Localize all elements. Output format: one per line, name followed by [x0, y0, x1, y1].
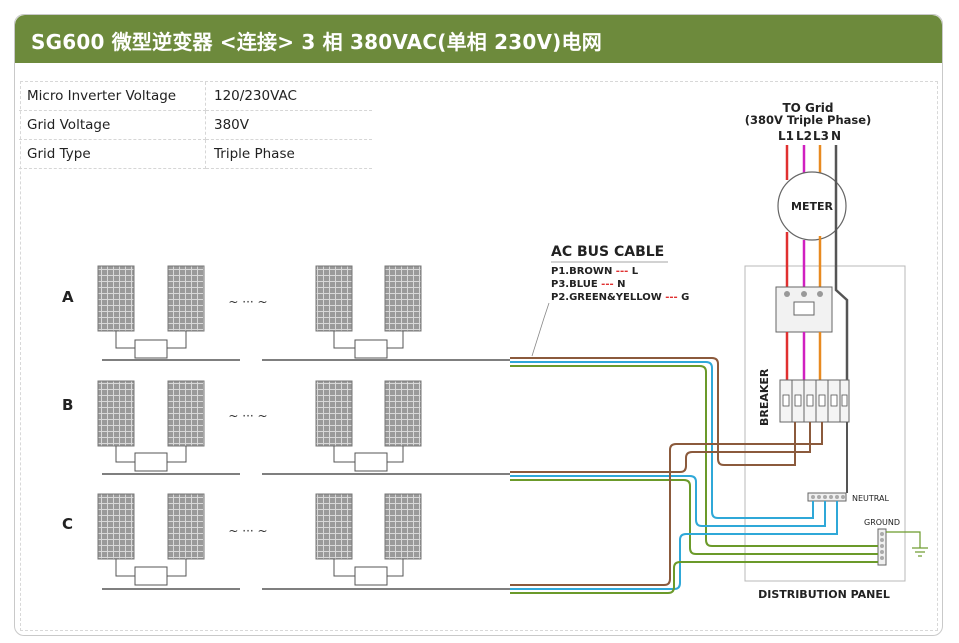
switch-handle: [793, 301, 815, 316]
meter-label: METER: [791, 200, 833, 213]
solar-row-c: [97, 493, 510, 590]
spec-value: 120/230VAC: [205, 82, 372, 111]
solar-panel: [384, 265, 422, 332]
row-label-b: B: [62, 396, 73, 414]
dc-leads: [115, 331, 404, 349]
spec-key: Grid Type: [19, 139, 206, 169]
solar-panel: [384, 493, 422, 560]
title-bar: SG600 微型逆变器 <连接> 3 相 380VAC(单相 230V)电网: [15, 15, 942, 63]
solar-row-a: [97, 265, 510, 361]
terminal: [784, 291, 790, 297]
ac-bus-pointer: [531, 302, 550, 357]
row-label-c: C: [62, 515, 73, 533]
table-row: Micro Inverter Voltage 120/230VAC: [19, 82, 372, 111]
solar-panel: [97, 493, 135, 560]
micro-inverter: [354, 452, 388, 472]
ground-wire: [886, 531, 921, 548]
solar-panel: [315, 493, 353, 560]
page-title: SG600 微型逆变器 <连接> 3 相 380VAC(单相 230V)电网: [31, 30, 602, 54]
bus-wire-a-l: [510, 357, 796, 466]
bus-wire-c-g: [510, 561, 878, 594]
solar-panel: [315, 380, 353, 447]
grid-subtitle: (380V Triple Phase): [745, 113, 872, 127]
solar-panel: [97, 265, 135, 332]
spec-table: Micro Inverter Voltage 120/230VAC Grid V…: [19, 82, 372, 169]
micro-inverter: [134, 452, 168, 472]
bus-wire-b-g: [510, 479, 878, 555]
bus-wire-a-n: [510, 361, 814, 519]
bus-wire-a-g: [510, 365, 878, 547]
solar-panel: [97, 380, 135, 447]
terminal: [817, 291, 823, 297]
distribution-panel: [744, 265, 906, 582]
grid-title: TO Grid: [782, 101, 833, 115]
spec-value: Triple Phase: [205, 139, 372, 169]
legend-item-brown: P1.BROWN --- L: [551, 266, 639, 277]
bus-wire-b-n: [510, 475, 826, 527]
bus-wire-c-n: [510, 501, 838, 590]
solar-panel: [167, 265, 205, 332]
grid-line-l2: L2: [796, 129, 812, 143]
micro-inverter: [134, 339, 168, 359]
dc-leads: [115, 446, 404, 463]
row-b-ellipsis: ~ ··· ~: [228, 409, 267, 423]
ground-label: GROUND: [864, 518, 900, 527]
spec-key: Grid Voltage: [19, 110, 206, 140]
grid-line-l3: L3: [813, 129, 829, 143]
row-c-ellipsis: ~ ··· ~: [228, 524, 267, 538]
row-a-ellipsis: ~ ··· ~: [228, 295, 267, 309]
content-area: [20, 81, 938, 631]
table-row: Grid Voltage 380V: [19, 110, 372, 140]
breaker-bank: [779, 379, 850, 423]
solar-panel: [167, 380, 205, 447]
wire-n: [834, 180, 849, 380]
micro-inverter: [134, 566, 168, 586]
breaker-label: BREAKER: [758, 368, 771, 426]
bus-wire-c-l: [510, 422, 823, 586]
dc-leads: [115, 559, 404, 577]
solar-panel: [384, 380, 422, 447]
bus-wire-b-l: [510, 422, 811, 473]
ground-symbol-icon: [912, 547, 928, 557]
terminal: [801, 291, 807, 297]
spec-value: 380V: [205, 110, 372, 140]
solar-row-b: [97, 380, 510, 475]
row-label-a: A: [62, 288, 74, 306]
neutral-label: NEUTRAL: [852, 494, 889, 503]
solar-panel: [315, 265, 353, 332]
table-row: Grid Type Triple Phase: [19, 139, 372, 169]
spec-key: Micro Inverter Voltage: [19, 82, 206, 111]
grid-line-l1: L1: [778, 129, 794, 143]
legend-item-blue: P3.BLUE --- N: [551, 279, 625, 290]
legend-item-green-yellow: P2.GREEN&YELLOW --- G: [551, 292, 689, 303]
micro-inverter: [354, 566, 388, 586]
grid-line-n: N: [831, 129, 841, 143]
micro-inverter: [354, 339, 388, 359]
ac-bus-title: AC BUS CABLE: [551, 244, 664, 260]
meter: [777, 171, 847, 241]
panel-label: DISTRIBUTION PANEL: [758, 588, 890, 601]
solar-panel: [167, 493, 205, 560]
